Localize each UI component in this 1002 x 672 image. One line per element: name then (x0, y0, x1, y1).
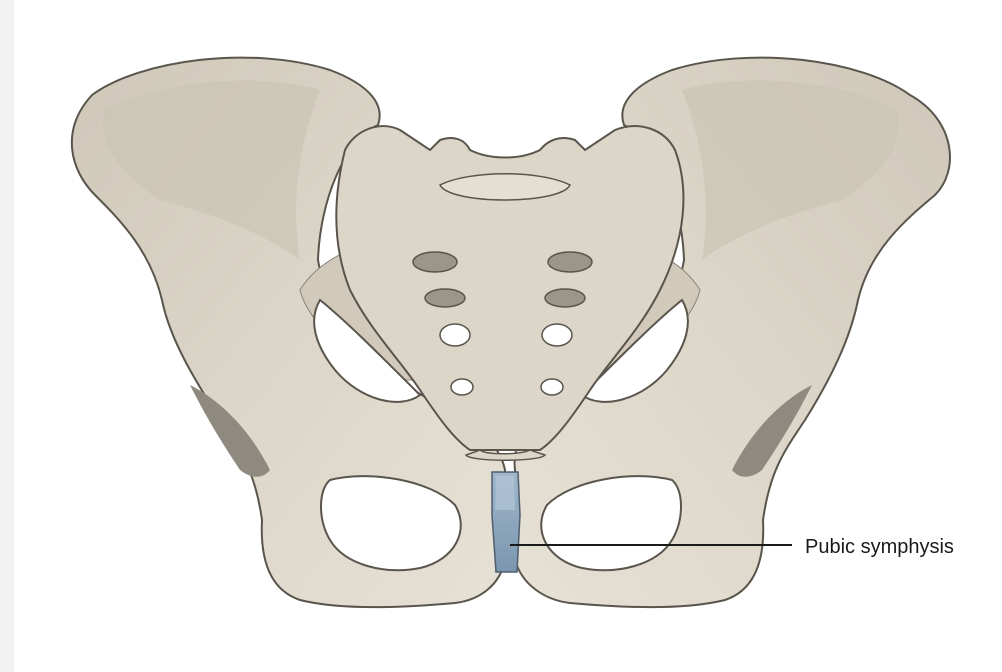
sacral-foramen-4-right (541, 379, 563, 395)
sacral-foramen-1-right (548, 252, 592, 272)
sacral-foramen-4-left (451, 379, 473, 395)
coccyx (466, 450, 545, 460)
sacral-foramen-3-left (440, 324, 470, 346)
sacral-promontory (440, 174, 570, 200)
sacral-foramen-1-left (413, 252, 457, 272)
sacral-foramen-2-right (545, 289, 585, 307)
sacral-foramen-2-left (425, 289, 465, 307)
pubic-symphysis-highlight (495, 476, 515, 510)
sacral-foramen-3-right (542, 324, 572, 346)
pubic-symphysis-label: Pubic symphysis (805, 536, 954, 559)
